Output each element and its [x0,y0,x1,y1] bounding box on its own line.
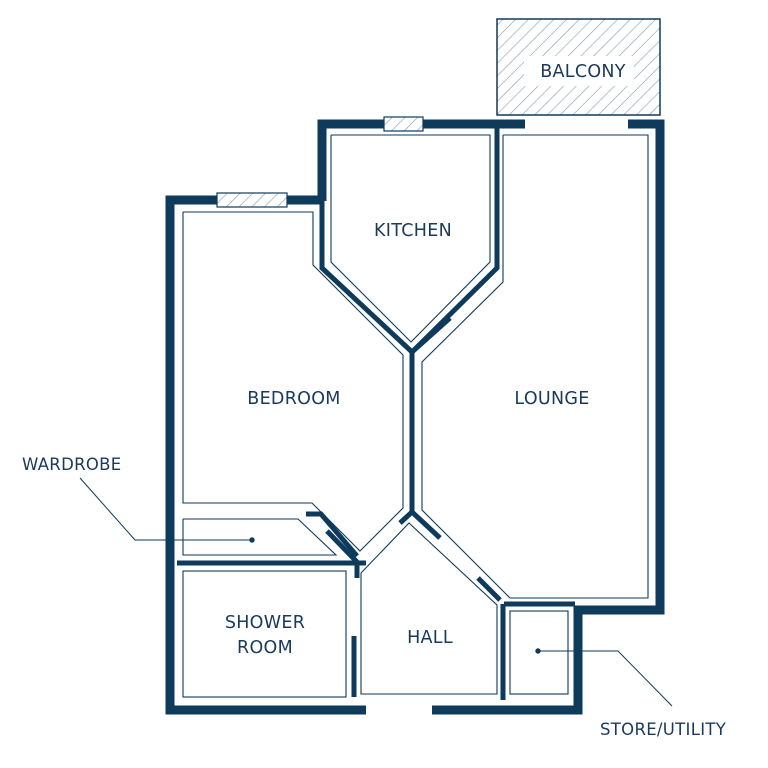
lounge-label: LOUNGE [514,389,589,409]
interior-walls [177,128,575,700]
bedroom-window [216,192,288,208]
shower-room-label-line2: ROOM [237,638,293,658]
hall-label: HALL [407,628,453,648]
exterior-walls [165,119,665,715]
kitchen-window [383,116,424,132]
balcony-label: BALCONY [540,62,626,82]
wardrobe-leader [79,477,255,543]
shower-room-label-line1: SHOWER [225,613,305,633]
kitchen-label: KITCHEN [374,221,452,241]
store-utility-callout-label: STORE/UTILITY [600,720,727,739]
wardrobe-callout-label: WARDROBE [22,455,121,474]
inner-outlines [182,134,649,698]
balcony [496,18,661,116]
store-utility-leader [535,648,673,707]
bedroom-label: BEDROOM [247,389,340,409]
